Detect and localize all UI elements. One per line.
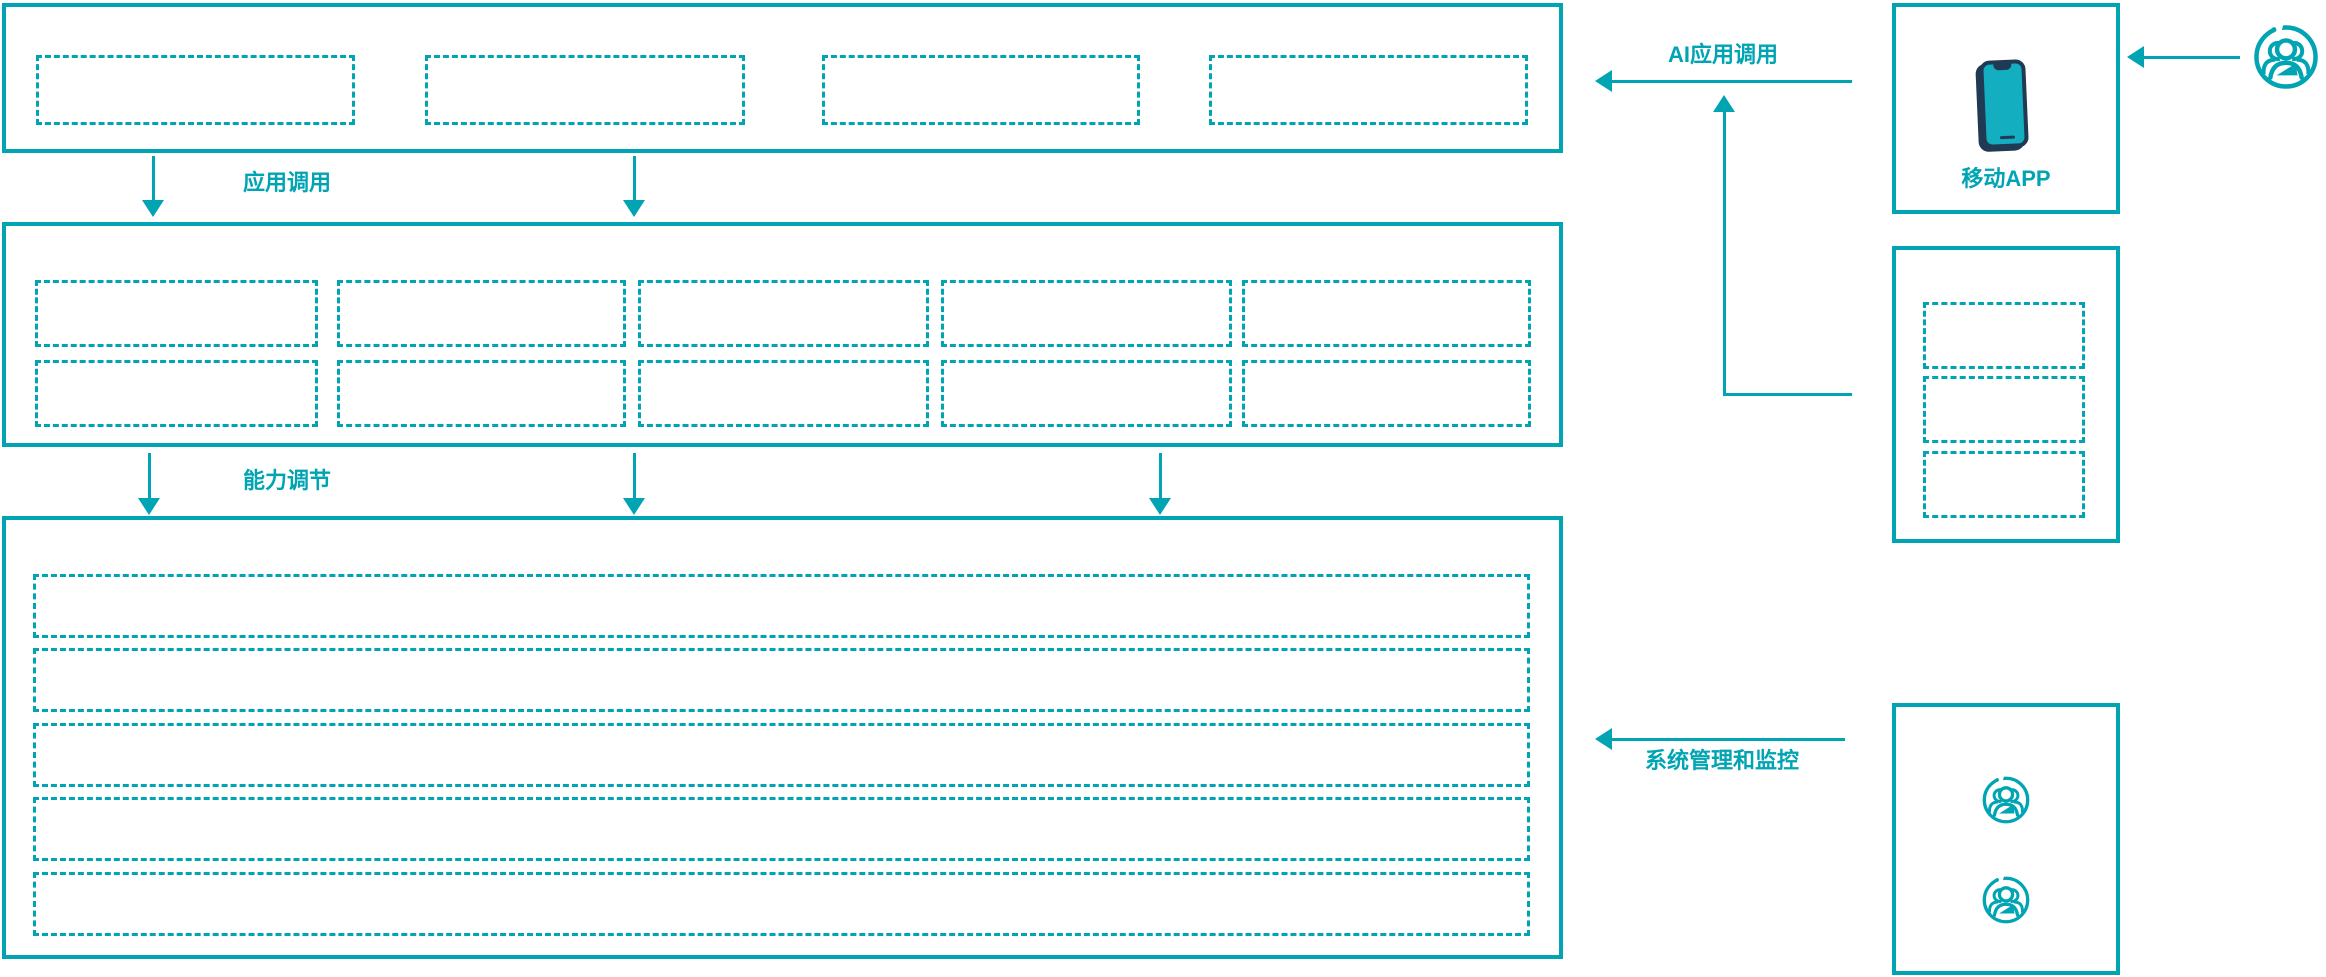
user-arrow-shaft: [2144, 56, 2240, 59]
capability-tuning-label: 能力调节: [243, 468, 332, 493]
system-mgmt-arrow-head: [1595, 728, 1612, 750]
user-arrow-head: [2127, 46, 2144, 68]
ai-app-call-arrow-shaft: [1612, 80, 1852, 83]
service-elbow-arrow-head: [1713, 95, 1735, 112]
phone-notch: [1993, 62, 2012, 71]
middle-placeholder-r2c1: [35, 360, 318, 427]
middle-placeholder-r2c4: [941, 360, 1232, 427]
service-placeholder-2: [1923, 376, 2085, 443]
app-call-label: 应用调用: [243, 170, 332, 195]
system-mgmt-label: 系统管理和监控: [1645, 748, 1800, 773]
phone-homebar: [1999, 135, 2015, 140]
service-elbow-vertical: [1723, 112, 1726, 396]
capability-arrow-1-head: [138, 498, 160, 515]
middle-placeholder-r1c4: [941, 280, 1232, 347]
middle-placeholder-r1c5: [1242, 280, 1531, 347]
bottom-layer-box: [2, 516, 1563, 959]
capability-arrow-1-shaft: [148, 453, 151, 499]
capability-arrow-3-head: [1149, 498, 1171, 515]
middle-placeholder-r2c3: [638, 360, 929, 427]
ai-app-call-label: AI应用调用: [1668, 42, 1779, 67]
admin-user-group-icon-2: [1982, 875, 2030, 924]
app-call-arrow-2-shaft: [633, 156, 636, 202]
top-placeholder-2: [425, 55, 745, 125]
middle-placeholder-r1c2: [337, 280, 626, 347]
admin-box: [1892, 703, 2120, 975]
app-call-arrow-1-head: [142, 200, 164, 217]
admin-user-group-icon-1: [1982, 775, 2030, 824]
top-placeholder-1: [36, 55, 355, 125]
service-placeholder-1: [1923, 302, 2085, 369]
bottom-placeholder-bar-5: [33, 872, 1530, 936]
top-placeholder-3: [822, 55, 1140, 125]
middle-placeholder-r1c3: [638, 280, 929, 347]
system-mgmt-arrow-shaft: [1612, 738, 1845, 741]
service-box: [1892, 246, 2120, 543]
bottom-placeholder-bar-4: [33, 797, 1530, 861]
bottom-placeholder-bar-1: [33, 574, 1530, 638]
bottom-placeholder-bar-2: [33, 648, 1530, 712]
mobile-app-label: 移动APP: [1961, 166, 2051, 191]
middle-placeholder-r1c1: [35, 280, 318, 347]
service-elbow-horizontal: [1723, 393, 1852, 396]
mobile-phone-icon: [1979, 59, 2029, 149]
bottom-placeholder-bar-3: [33, 723, 1530, 787]
middle-placeholder-r2c2: [337, 360, 626, 427]
middle-placeholder-r2c5: [1242, 360, 1531, 427]
capability-arrow-2-head: [623, 498, 645, 515]
app-call-arrow-1-shaft: [152, 156, 155, 202]
top-placeholder-4: [1209, 55, 1528, 125]
mobile-app-box: 移动APP: [1892, 3, 2120, 214]
app-call-arrow-2-head: [623, 200, 645, 217]
capability-arrow-2-shaft: [633, 453, 636, 499]
capability-arrow-3-shaft: [1159, 453, 1162, 499]
user-group-icon: [2254, 23, 2318, 89]
ai-app-call-arrow-head: [1595, 70, 1612, 92]
service-placeholder-3: [1923, 451, 2085, 518]
middle-layer-box: [2, 222, 1563, 447]
top-layer-box: [2, 3, 1563, 153]
